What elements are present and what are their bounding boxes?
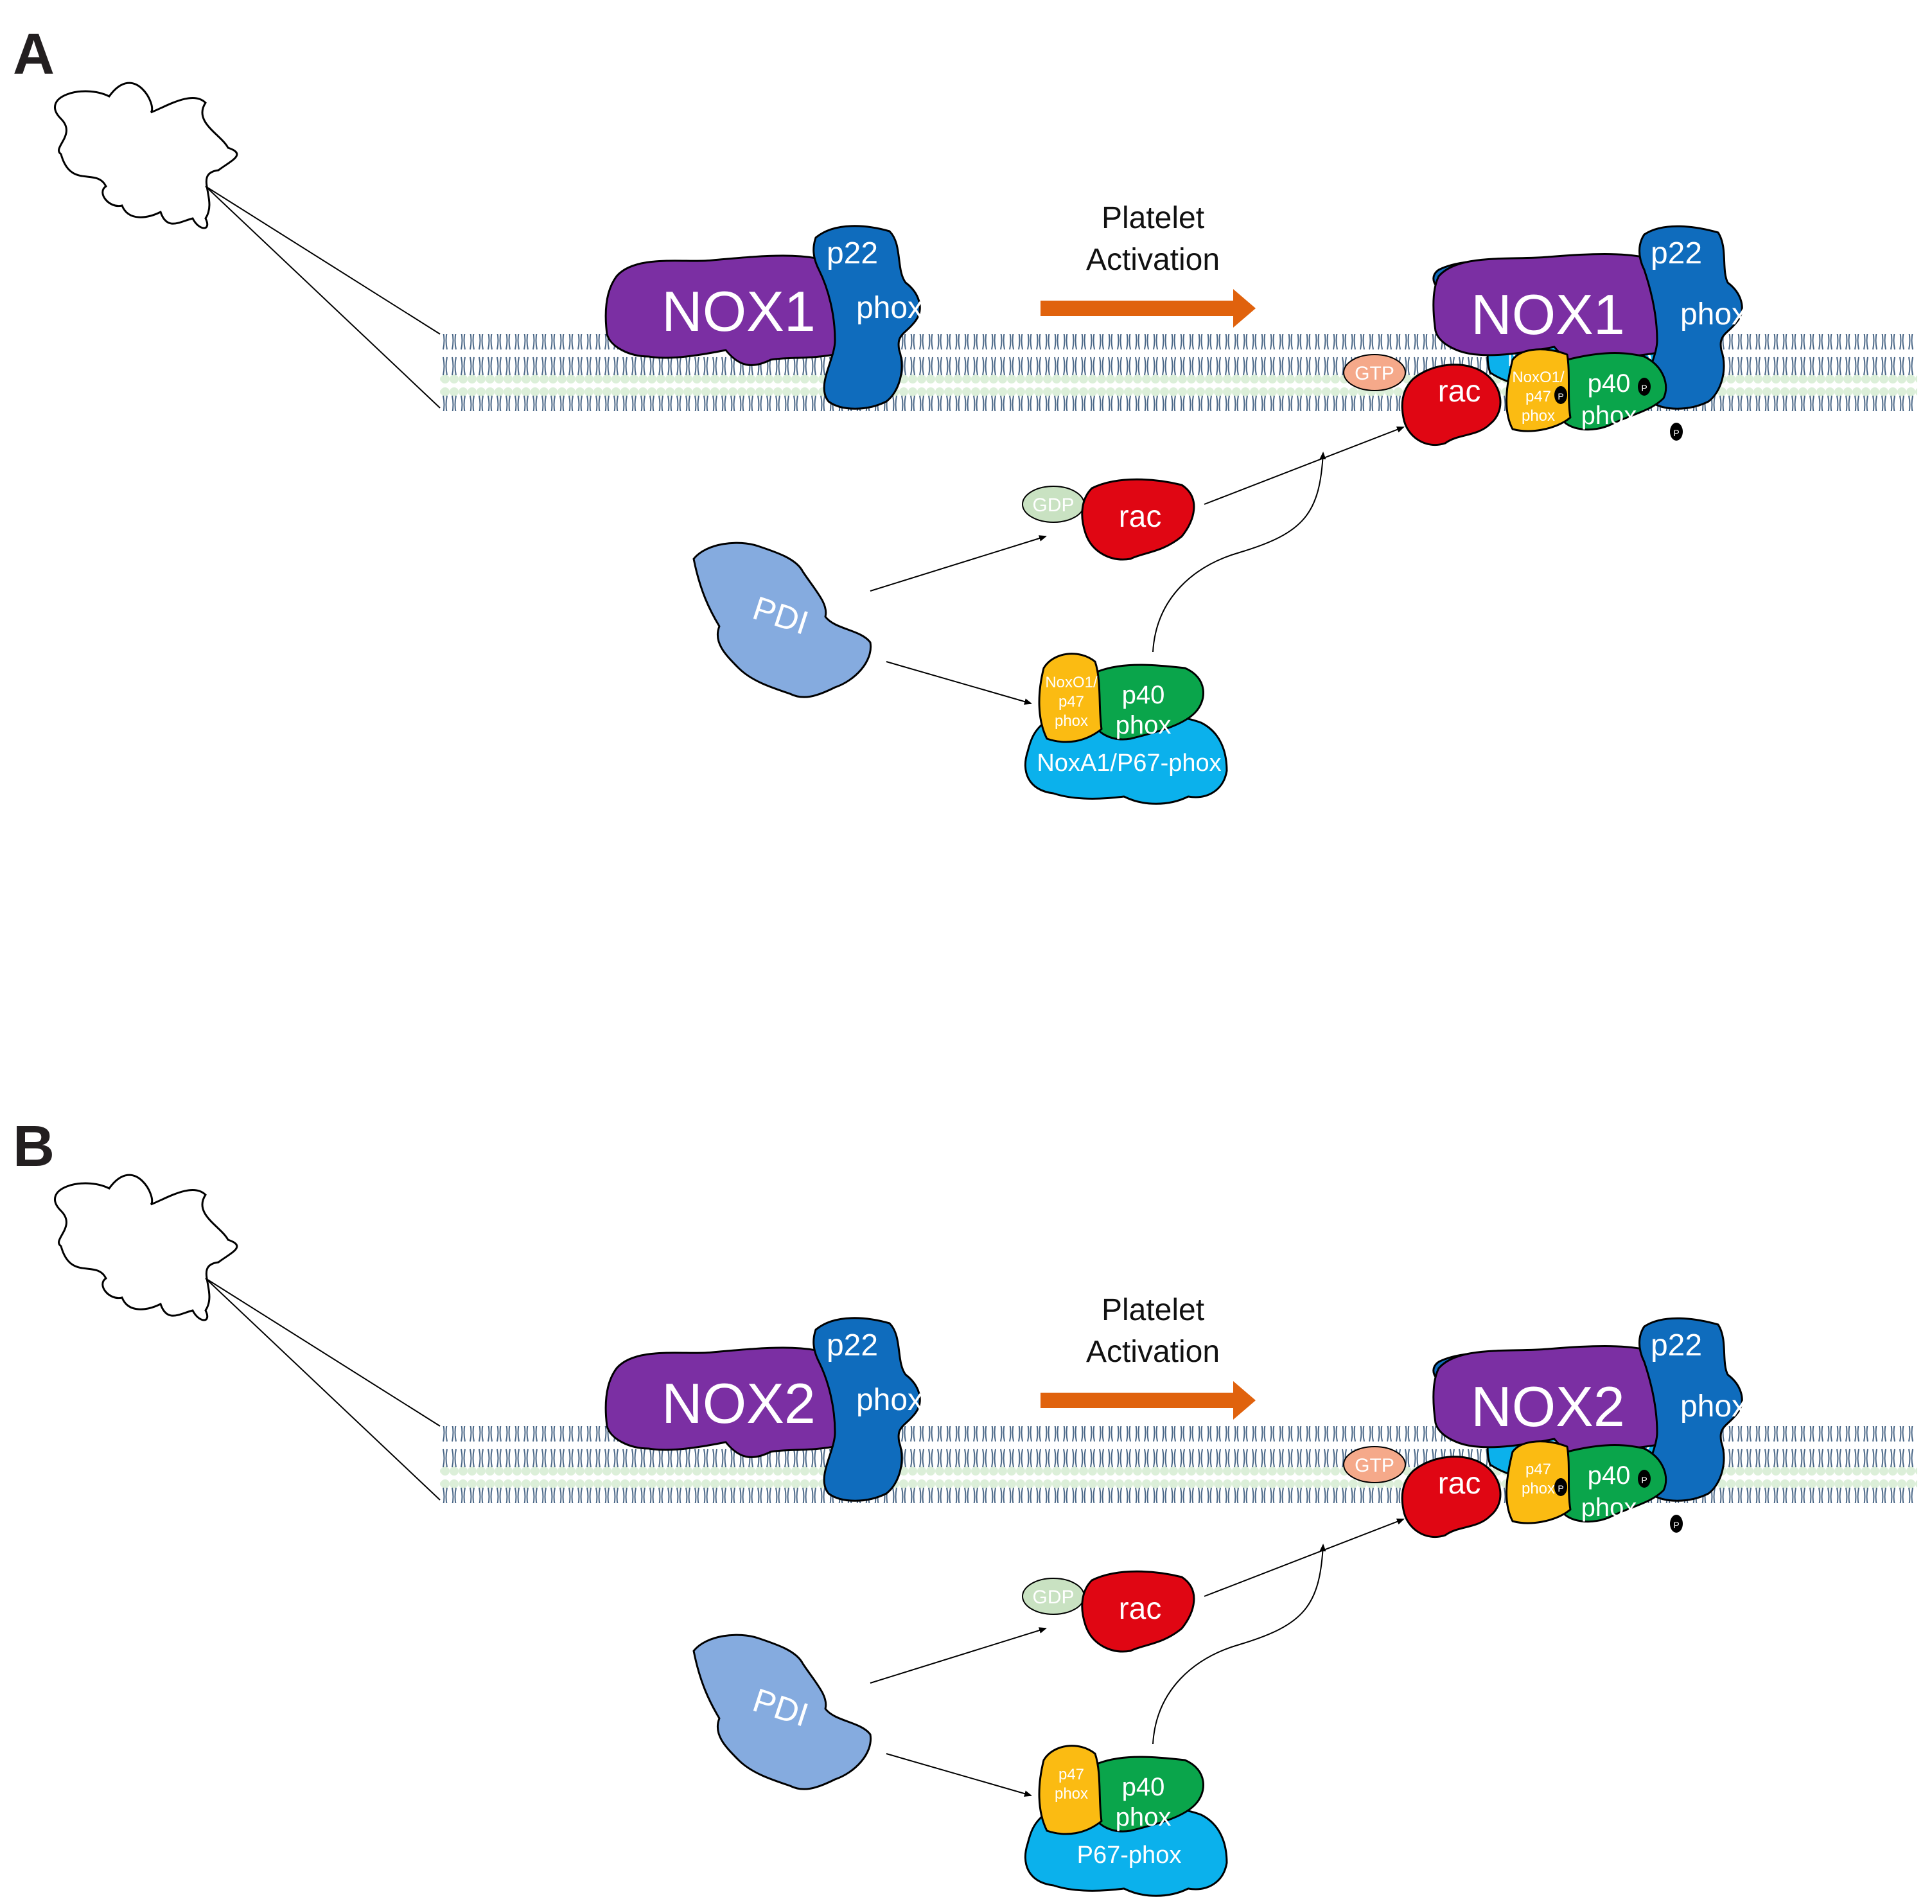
rac-cytosol-label: rac	[1119, 500, 1162, 534]
gtp-label: GTP	[1355, 363, 1394, 384]
zoom-line-bottom	[205, 1278, 441, 1501]
phospho-dot-1	[1554, 1478, 1567, 1496]
zoom-line-bottom	[205, 186, 441, 409]
nox-resting	[604, 1346, 849, 1458]
p40-active-label-2: phox	[1581, 1494, 1637, 1522]
rac-cytosol-label: rac	[1119, 1592, 1162, 1626]
p22phox-active	[1638, 1317, 1743, 1502]
arrow-rac-to-membrane	[1204, 426, 1405, 505]
activation-label-1: Platelet	[1102, 1293, 1204, 1327]
p47-cytosol-label-2: phox	[1055, 1785, 1088, 1803]
phospho-label-3: P	[1673, 428, 1679, 438]
rac-active	[1401, 364, 1502, 446]
p47-active-label-2: phox	[1522, 1480, 1555, 1497]
panel-a: A NOX1 p22 phox PlateletActivationNoxA1/P67-…	[13, 22, 1917, 805]
p22-resting-label: p22	[827, 236, 878, 270]
panel-b: B NOX2 p22 phox PlateletActivationP67-phox NO…	[13, 1115, 1917, 1897]
arrow-complex-to-membrane	[1152, 1544, 1326, 1745]
p40-cytosol-label-2: phox	[1116, 711, 1172, 739]
p22-resting-label: p22	[827, 1328, 878, 1362]
phospho-label-1: P	[1558, 391, 1563, 401]
phospho-dot-1	[1554, 386, 1567, 404]
p22phox-resting	[812, 1317, 921, 1502]
p67-cytosol-label: P67-phox	[1077, 1842, 1182, 1869]
arrow-rac-to-membrane	[1204, 1518, 1405, 1597]
phospho-label-2: P	[1641, 383, 1647, 393]
phox-active-label: phox	[1680, 297, 1747, 331]
phospho-dot-2	[1638, 378, 1651, 396]
activation-arrow	[1041, 1381, 1256, 1420]
nox-active-label: NOX1	[1471, 283, 1625, 346]
pdi-protein	[692, 1634, 872, 1790]
p47-cytosol	[1038, 1745, 1103, 1835]
pdi-protein	[692, 542, 872, 698]
p22phox-resting	[812, 225, 921, 410]
zoom-line-top	[205, 186, 441, 335]
p47-active-label-2: p47	[1525, 388, 1551, 405]
p47-cytosol-label-1: p47	[1058, 1766, 1084, 1783]
platelet-outline	[53, 1174, 238, 1321]
activation-arrow	[1041, 289, 1256, 328]
phospho-label-3: P	[1673, 1520, 1679, 1530]
p22phox-active	[1638, 225, 1743, 410]
p47-active-label-1: NoxO1/	[1512, 369, 1565, 386]
phospho-dot-3	[1670, 423, 1683, 441]
zoom-line-top	[205, 1278, 441, 1427]
p47-active	[1506, 1440, 1572, 1524]
nox-resting-label: NOX1	[662, 279, 816, 343]
arrow-pdi-to-complex	[886, 661, 1032, 705]
p47-active	[1506, 348, 1572, 432]
p47-cytosol-label-2: p47	[1058, 693, 1084, 710]
nox-active-label: NOX2	[1471, 1375, 1625, 1438]
p40-active-label-1: p40	[1588, 1461, 1631, 1490]
phospho-label-1: P	[1558, 1483, 1563, 1494]
arrow-pdi-to-rac	[870, 535, 1047, 592]
activation-label-1: Platelet	[1102, 201, 1204, 235]
gtp-ellipse	[1343, 1446, 1406, 1483]
gtp-label: GTP	[1355, 1455, 1394, 1476]
panel-letter: B	[13, 1115, 55, 1179]
p47-cytosol-label-1: NoxO1/	[1045, 674, 1098, 691]
nox-resting	[604, 254, 849, 366]
rac-active-label: rac	[1438, 375, 1481, 409]
phox-resting-label: phox	[856, 291, 923, 325]
gdp-label: GDP	[1032, 1587, 1074, 1608]
rac-cytosol	[1081, 478, 1195, 561]
arrow-pdi-to-complex	[886, 1753, 1032, 1797]
p40-active-label-1: p40	[1588, 369, 1631, 398]
rac-cytosol	[1081, 1570, 1195, 1653]
phox-resting-label: phox	[856, 1383, 923, 1417]
p47-cytosol-label-3: phox	[1055, 712, 1088, 730]
phospho-label-2: P	[1641, 1475, 1647, 1485]
p40-active-label-2: phox	[1581, 401, 1637, 430]
activation-label-2: Activation	[1086, 243, 1220, 277]
p47-active-label-3: phox	[1522, 407, 1555, 425]
p40-cytosol-label-1: p40	[1122, 681, 1165, 709]
phox-active-label: phox	[1680, 1389, 1747, 1424]
panel-letter: A	[13, 22, 55, 87]
p47-cytosol	[1038, 653, 1103, 743]
gtp-ellipse	[1343, 354, 1406, 391]
p40-cytosol-label-2: phox	[1116, 1803, 1172, 1831]
arrow-pdi-to-rac	[870, 1627, 1047, 1684]
p47-active-label-1: p47	[1525, 1461, 1551, 1478]
p67-cytosol-label: NoxA1/P67-phox	[1037, 750, 1221, 777]
nox-resting-label: NOX2	[662, 1371, 816, 1435]
phospho-dot-2	[1638, 1470, 1651, 1488]
platelet-outline	[53, 82, 238, 229]
rac-active	[1401, 1456, 1502, 1538]
p40-cytosol-label-1: p40	[1122, 1773, 1165, 1801]
rac-active-label: rac	[1438, 1467, 1481, 1501]
phospho-dot-3	[1670, 1515, 1683, 1533]
gdp-label: GDP	[1032, 495, 1074, 516]
p22-active-label: p22	[1651, 1328, 1702, 1362]
p22-active-label: p22	[1651, 236, 1702, 270]
activation-label-2: Activation	[1086, 1335, 1220, 1369]
arrow-complex-to-membrane	[1152, 452, 1326, 653]
